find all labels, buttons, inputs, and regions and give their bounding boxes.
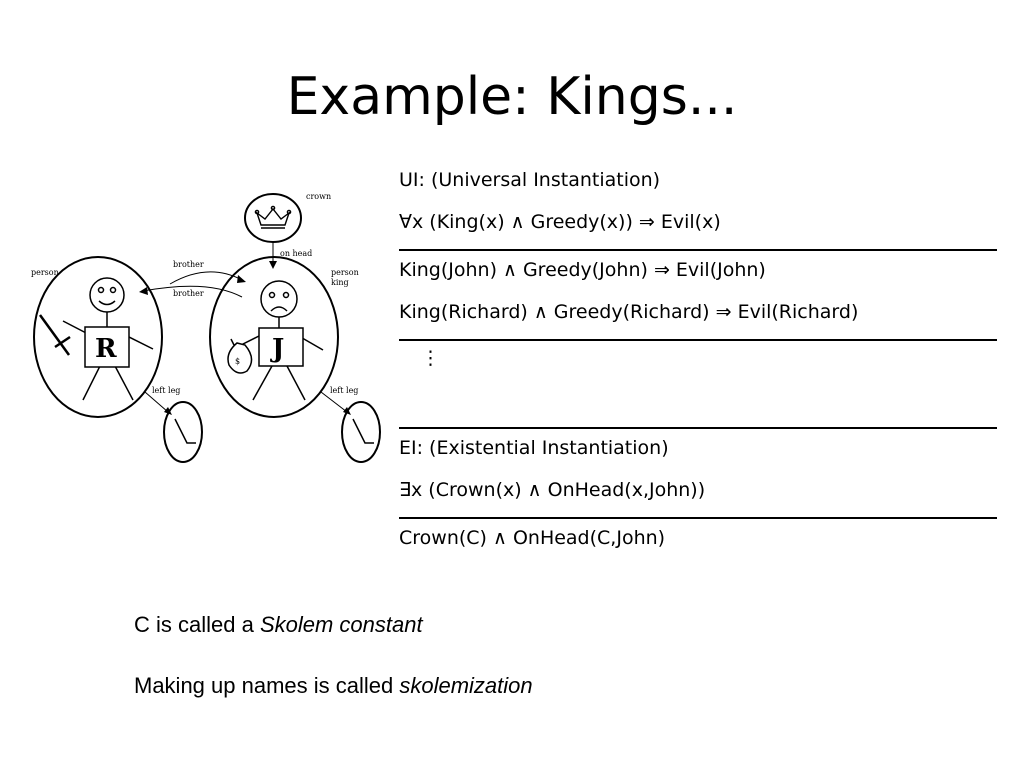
ui-premise: ∀x (King(x) ∧ Greedy(x)) ⇒ Evil(x): [399, 211, 721, 233]
john-figure: [236, 280, 324, 401]
skolemization-note: Making up names is called skolemization: [134, 673, 533, 699]
instantiation-rules: UI: (Universal Instantiation) ∀x (King(x…: [399, 165, 997, 565]
skolem-constant-note: C is called a Skolem constant: [134, 612, 423, 638]
note-text: Making up names is called: [134, 673, 400, 698]
crown-label: crown: [306, 192, 331, 201]
ui-heading: UI: (Universal Instantiation): [399, 169, 661, 191]
brother-label-top: brother: [173, 260, 204, 269]
rule-divider: [399, 427, 997, 429]
rule-divider: [399, 339, 997, 341]
slide-title: Example: Kings...: [286, 67, 738, 127]
on-head-label: on head: [280, 249, 312, 258]
ui-conclusion-john: King(John) ∧ Greedy(John) ⇒ Evil(John): [399, 259, 766, 281]
john-letter: J: [270, 334, 284, 364]
john-leg-oval: [341, 401, 381, 463]
crown-icon: [254, 205, 292, 229]
john-box: [258, 327, 304, 367]
richard-letter: R: [95, 334, 117, 364]
person-label-richard: person: [31, 268, 59, 277]
brother-label-bottom: brother: [173, 289, 204, 298]
left-leg-label-richard: left leg: [152, 386, 180, 395]
person-label-john: person: [331, 268, 359, 277]
king-label: king: [331, 278, 349, 287]
crown-oval: [244, 193, 302, 243]
sword-icon: [38, 314, 71, 356]
ui-conclusion-richard: King(Richard) ∧ Greedy(Richard) ⇒ Evil(R…: [399, 301, 859, 323]
ei-premise: ∃x (Crown(x) ∧ OnHead(x,John)): [399, 479, 706, 501]
richard-box: [84, 326, 130, 368]
note-emphasis: skolemization: [399, 673, 533, 698]
rule-divider: [399, 517, 997, 519]
left-leg-label-john: left leg: [330, 386, 358, 395]
richard-leg-oval: [163, 401, 203, 463]
richard-figure: [62, 277, 154, 401]
note-emphasis: Skolem constant: [259, 612, 423, 637]
note-text: C is called a: [134, 612, 260, 637]
money-symbol: $: [235, 357, 240, 366]
kings-diagram: crown on head person R brother brother p…: [31, 192, 381, 463]
ellipsis: ⋮: [421, 347, 440, 369]
richard-oval: [33, 256, 163, 418]
ei-conclusion: Crown(C) ∧ OnHead(C,John): [399, 527, 666, 549]
money-bag-icon: [227, 338, 253, 374]
ei-heading: EI: (Existential Instantiation): [399, 437, 669, 459]
john-oval: [209, 256, 339, 418]
rule-divider: [399, 249, 997, 251]
